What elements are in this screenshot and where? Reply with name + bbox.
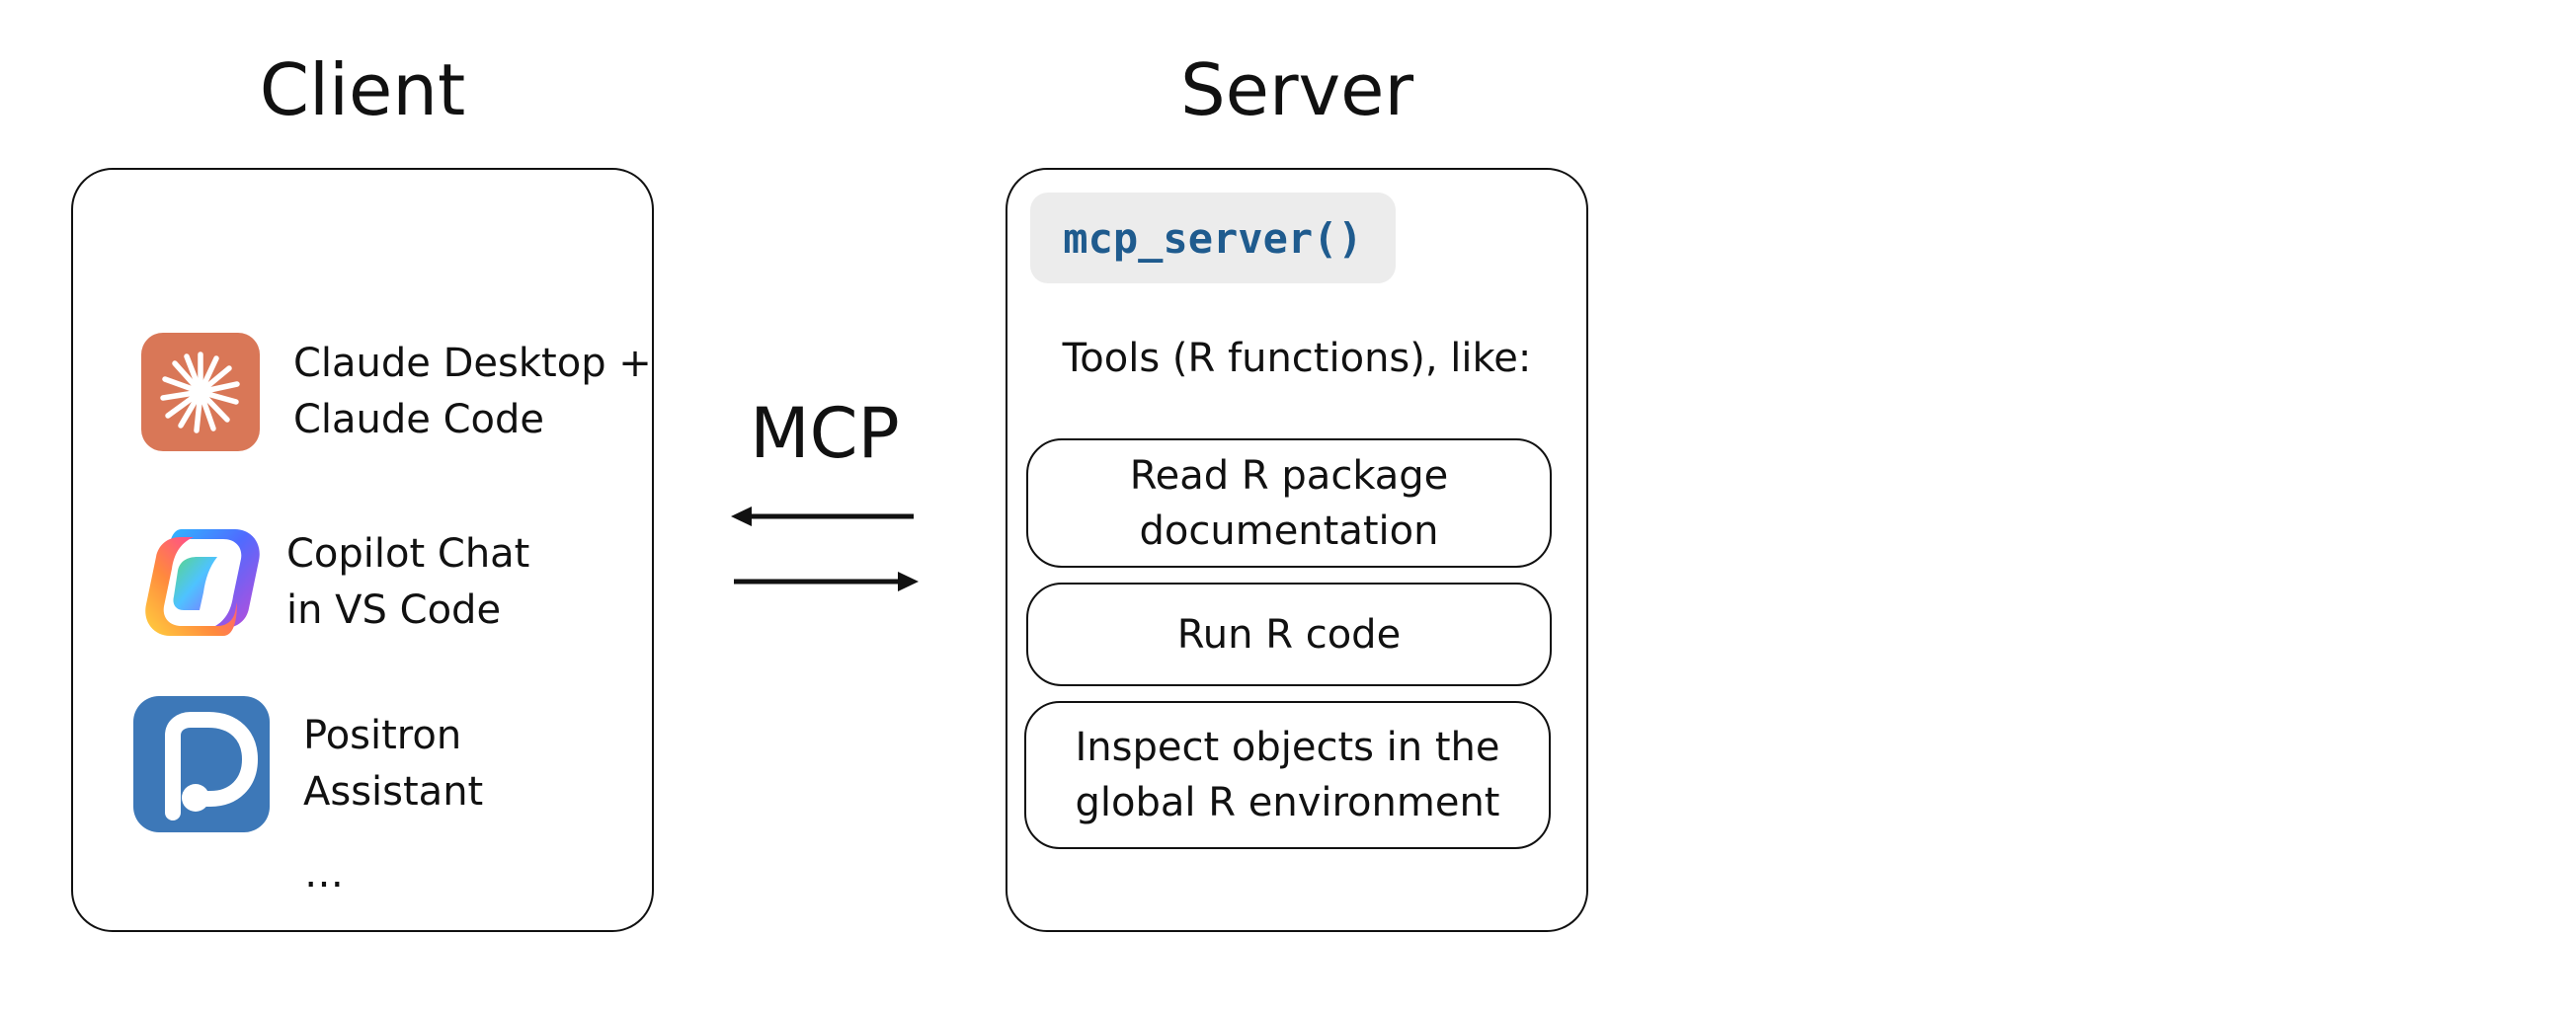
client-item-copilot: Copilot Chat in VS Code xyxy=(138,523,529,642)
tool-run-code: Run R code xyxy=(1026,583,1552,686)
client-item-positron: Positron Assistant xyxy=(133,696,483,832)
tool-read-docs: Read R package documentation xyxy=(1026,438,1552,568)
server-heading: Server xyxy=(1179,48,1414,131)
client-panel xyxy=(71,168,654,932)
arrow-right-icon xyxy=(734,572,919,591)
mcp-label: MCP xyxy=(750,393,900,474)
client-item-label: Positron Assistant xyxy=(303,713,484,815)
client-heading: Client xyxy=(259,48,466,131)
more-clients-ellipsis: … xyxy=(304,851,344,897)
connection-arrows xyxy=(731,507,919,591)
claude-sunburst-icon xyxy=(141,333,260,451)
positron-icon xyxy=(133,696,270,832)
copilot-icon xyxy=(138,523,260,642)
arrow-left-icon xyxy=(731,507,914,526)
copilot-glyph xyxy=(145,529,260,636)
server-panel xyxy=(1006,168,1588,932)
tool-inspect-objects: Inspect objects in the global R environm… xyxy=(1024,701,1551,849)
client-item-label: Claude Desktop + Claude Code xyxy=(293,341,652,442)
mcp-server-function: mcp_server() xyxy=(1030,193,1396,283)
client-item-claude: Claude Desktop + Claude Code xyxy=(141,333,652,451)
positron-glyph xyxy=(165,712,259,820)
tools-caption: Tools (R functions), like: xyxy=(1062,336,1532,381)
client-item-label: Copilot Chat in VS Code xyxy=(286,531,530,633)
claude-sunburst-glyph xyxy=(160,351,240,433)
